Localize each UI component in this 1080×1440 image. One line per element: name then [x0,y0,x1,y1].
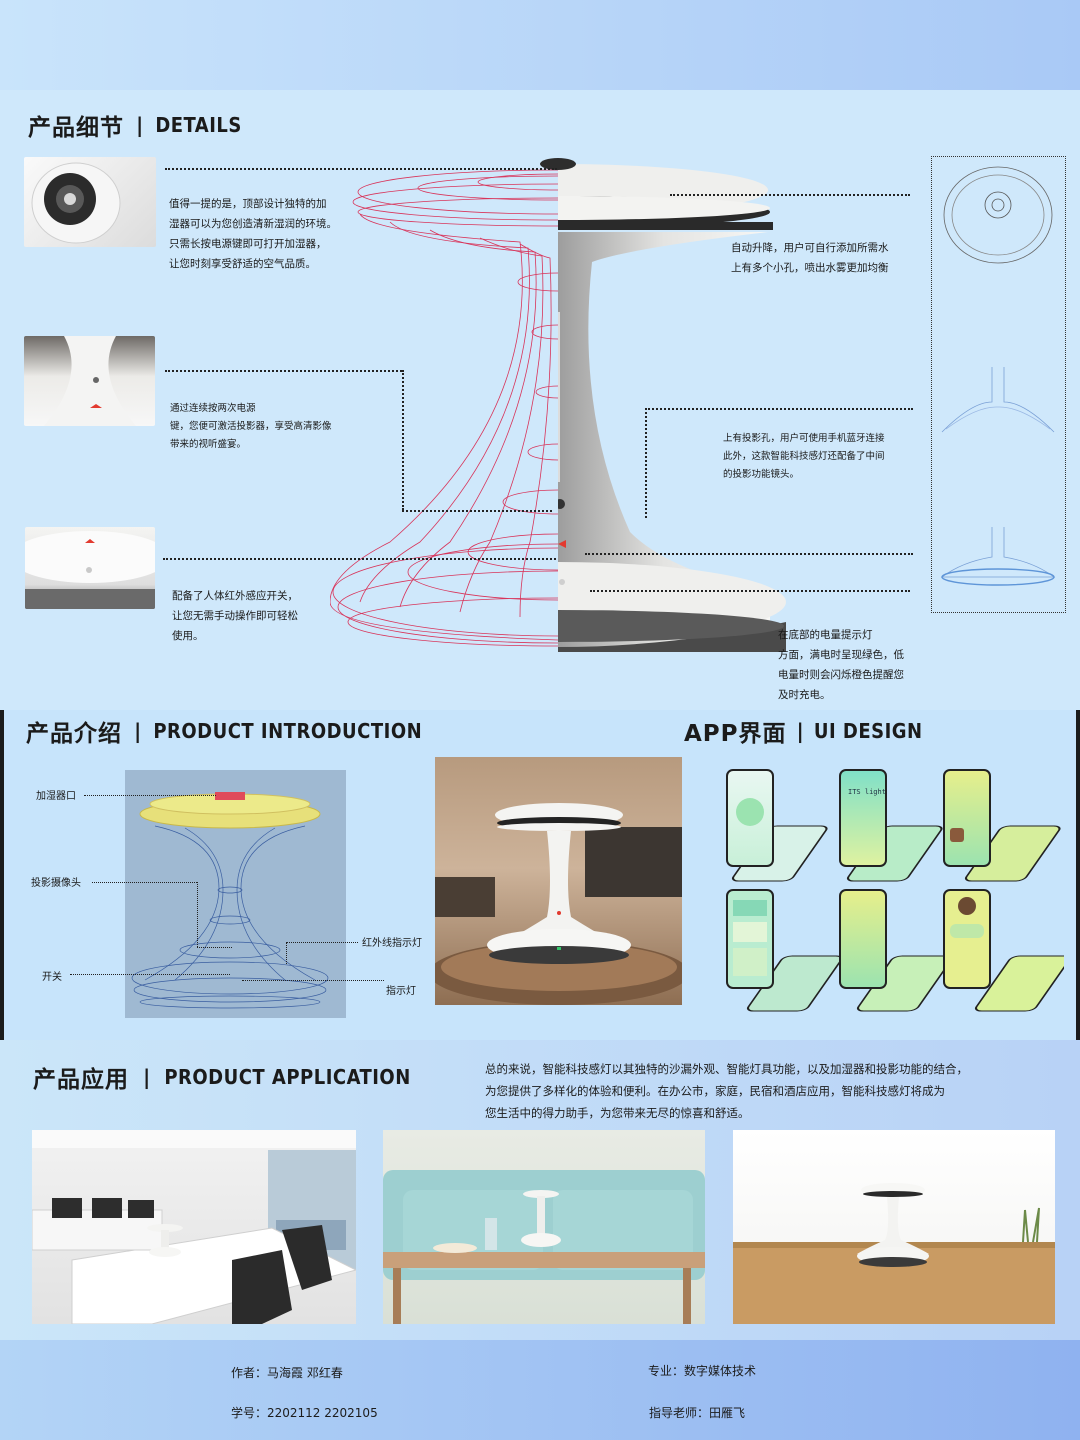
note-line: 配备了人体红外感应开关， [172,590,298,602]
leader-line [242,980,384,981]
scene-living-room-photo [383,1130,705,1324]
intro-wireframe-panel [125,770,346,1018]
leader-line [402,510,552,512]
note-mid-right: 上有投影孔，用户可使用手机蓝牙连接 此外，这款智能科技感灯还配备了中间 的投影功… [723,430,913,484]
detail-thumb-top [24,157,156,247]
leader-line [163,558,556,560]
intro-title-sep: | [134,719,142,743]
leader-line [670,194,910,196]
leader-line [197,947,232,948]
summary-line: 为您提供了多样化的体验和便利。在办公市，家庭，民宿和酒店应用，智能科技感灯将成为 [485,1084,945,1098]
details-title-en: DETAILS [155,113,242,137]
note-line: 自动升降，用户可自行添加所需水 [731,242,889,254]
intro-heading: 产品介绍 | PRODUCT INTRODUCTION [26,714,422,748]
details-heading: 产品细节 | DETAILS [28,108,242,142]
label-switch: 开关 [42,972,62,983]
note-mid-left: 通过连续按两次电源 键，您便可激活投影器，享受高清影像 带来的视听盛宴。 [170,400,360,454]
application-title-en: PRODUCT APPLICATION [164,1065,411,1089]
label-humidifier: 加湿器口 [36,791,76,802]
note-line: 带来的视听盛宴。 [170,439,247,450]
note-line: 通过连续按两次电源 [170,403,256,414]
note-line: 的投影功能镜头。 [723,469,800,480]
intro-product-photo [435,757,682,1005]
note-line: 键，您便可激活投影器，享受高清影像 [170,421,332,432]
note-line: 及时充电。 [778,689,831,701]
note-line: 电量时则会闪烁橙色提醒您 [778,669,904,681]
details-title-sep: | [136,113,144,137]
footer-author: 作者：马海霞 邓红春 [231,1366,343,1380]
leader-line [286,942,358,943]
exploded-view-box [931,156,1066,613]
leader-line [590,590,910,592]
app-title-sep: | [796,719,804,743]
note-line: 上有多个小孔，喷出水雾更加均衡 [731,262,889,274]
scene-office-photo [32,1130,356,1324]
application-heading: 产品应用 | PRODUCT APPLICATION [33,1060,411,1094]
note-line: 此外，这款智能科技感灯还配备了中间 [723,451,885,462]
note-line: 湿器可以为您创造清新湿润的环境。 [169,218,337,230]
application-title-cn: 产品应用 [33,1067,129,1093]
note-bottom-right: 在底部的电量提示灯 方面，满电时呈现绿色，低 电量时则会闪烁橙色提醒您 及时充电… [778,625,938,705]
note-line: 方面，满电时呈现绿色，低 [778,649,904,661]
application-section: 产品应用 | PRODUCT APPLICATION 总的来说，智能科技感灯以其… [0,1040,1080,1340]
detail-thumb-mid [24,336,155,426]
app-title-en: UI DESIGN [813,719,923,743]
footer-advisor: 指导老师：田雁飞 [649,1406,746,1420]
details-section: 产品细节 | DETAILS 值得一提的是，顶部设计独特的加 湿器可以为您创造清… [0,90,1080,710]
detail-thumb-bottom [25,527,155,609]
leader-line [585,553,913,555]
application-summary: 总的来说，智能科技感灯以其独特的沙漏外观、智能灯具功能，以及加湿器和投影功能的结… [485,1058,1065,1124]
intro-title-cn: 产品介绍 [26,721,122,747]
leader-line [84,795,216,796]
footer: 作者：马海霞 邓红春 专业：数字媒体技术 学号：2202112 2202105 … [0,1340,1080,1440]
note-line: 在底部的电量提示灯 [778,629,873,641]
note-bottom-left: 配备了人体红外感应开关， 让您无需手动操作即可轻松 使用。 [172,586,332,646]
label-projector: 投影摄像头 [31,878,81,889]
application-title-sep: | [143,1065,151,1089]
leader-line [286,942,287,964]
summary-line: 您生活中的得力助手，为您带来无尽的惊喜和舒适。 [485,1106,750,1120]
note-line: 上有投影孔，用户可使用手机蓝牙连接 [723,433,885,444]
details-title-cn: 产品细节 [28,115,124,141]
leader-line [165,168,557,170]
note-line: 值得一提的是，顶部设计独特的加 [169,198,327,210]
note-top-right: 自动升降，用户可自行添加所需水 上有多个小孔，喷出水雾更加均衡 [731,238,921,278]
app-title-cn: APP界面 [684,721,787,747]
intro-title-en: PRODUCT INTRODUCTION [153,719,423,743]
leader-line [92,882,197,883]
summary-line: 总的来说，智能科技感灯以其独特的沙漏外观、智能灯具功能，以及加湿器和投影功能的结… [485,1062,968,1076]
app-ui-mockups: ITS light [724,768,1071,1026]
top-band [0,0,1080,90]
label-indicator: 指示灯 [386,986,416,997]
label-infrared: 红外线指示灯 [362,938,422,949]
leader-line [402,370,404,510]
app-screen-title: ITS light [848,788,886,796]
note-line: 使用。 [172,630,204,642]
footer-student-id: 学号：2202112 2202105 [231,1406,378,1420]
scene-table-photo [733,1130,1055,1324]
note-top-left: 值得一提的是，顶部设计独特的加 湿器可以为您创造清新湿润的环境。 只需长按电源键… [169,194,359,274]
note-line: 让您时刻享受舒适的空气品质。 [169,258,316,270]
footer-major: 专业：数字媒体技术 [648,1364,757,1378]
app-heading: APP界面 | UI DESIGN [684,714,923,748]
leader-line [197,882,198,947]
leader-line [645,408,913,410]
note-line: 让您无需手动操作即可轻松 [172,610,298,622]
leader-line [165,370,402,372]
intro-section: 产品介绍 | PRODUCT INTRODUCTION APP界面 | UI D… [0,710,1080,1040]
note-line: 只需长按电源键即可打开加湿器， [169,238,327,250]
lamp-hero-illustration [330,158,786,652]
leader-line [645,408,647,518]
leader-line [70,974,230,975]
